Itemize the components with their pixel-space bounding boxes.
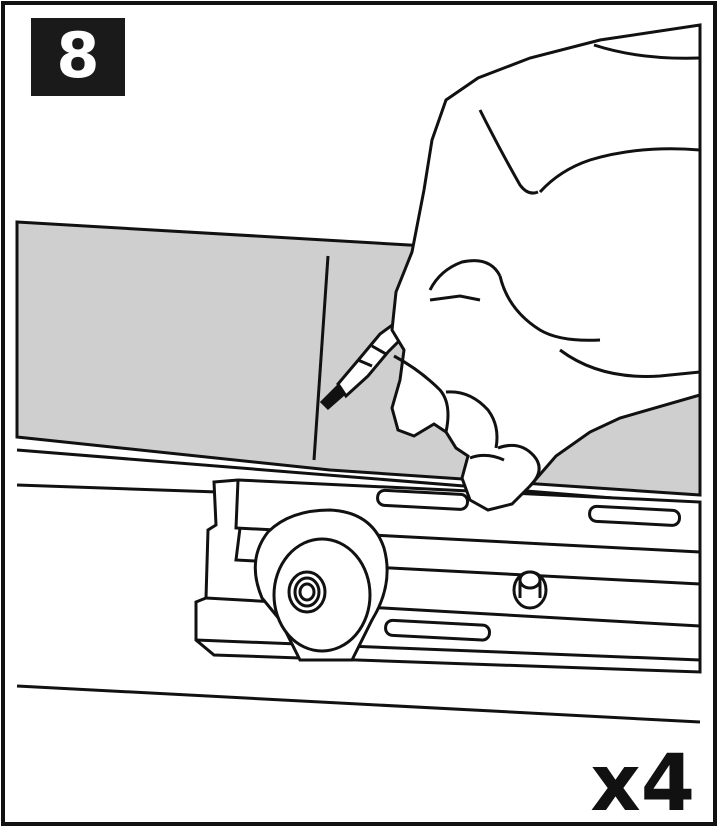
step-number: 8	[56, 19, 99, 92]
mounting-bracket	[196, 480, 700, 672]
quantity-label: x4	[590, 739, 695, 827]
slot-2	[589, 506, 680, 526]
slot-1	[377, 490, 468, 510]
step-badge: 8	[31, 18, 125, 96]
pin-icon	[514, 572, 546, 608]
threaded-hole-icon	[289, 572, 325, 612]
